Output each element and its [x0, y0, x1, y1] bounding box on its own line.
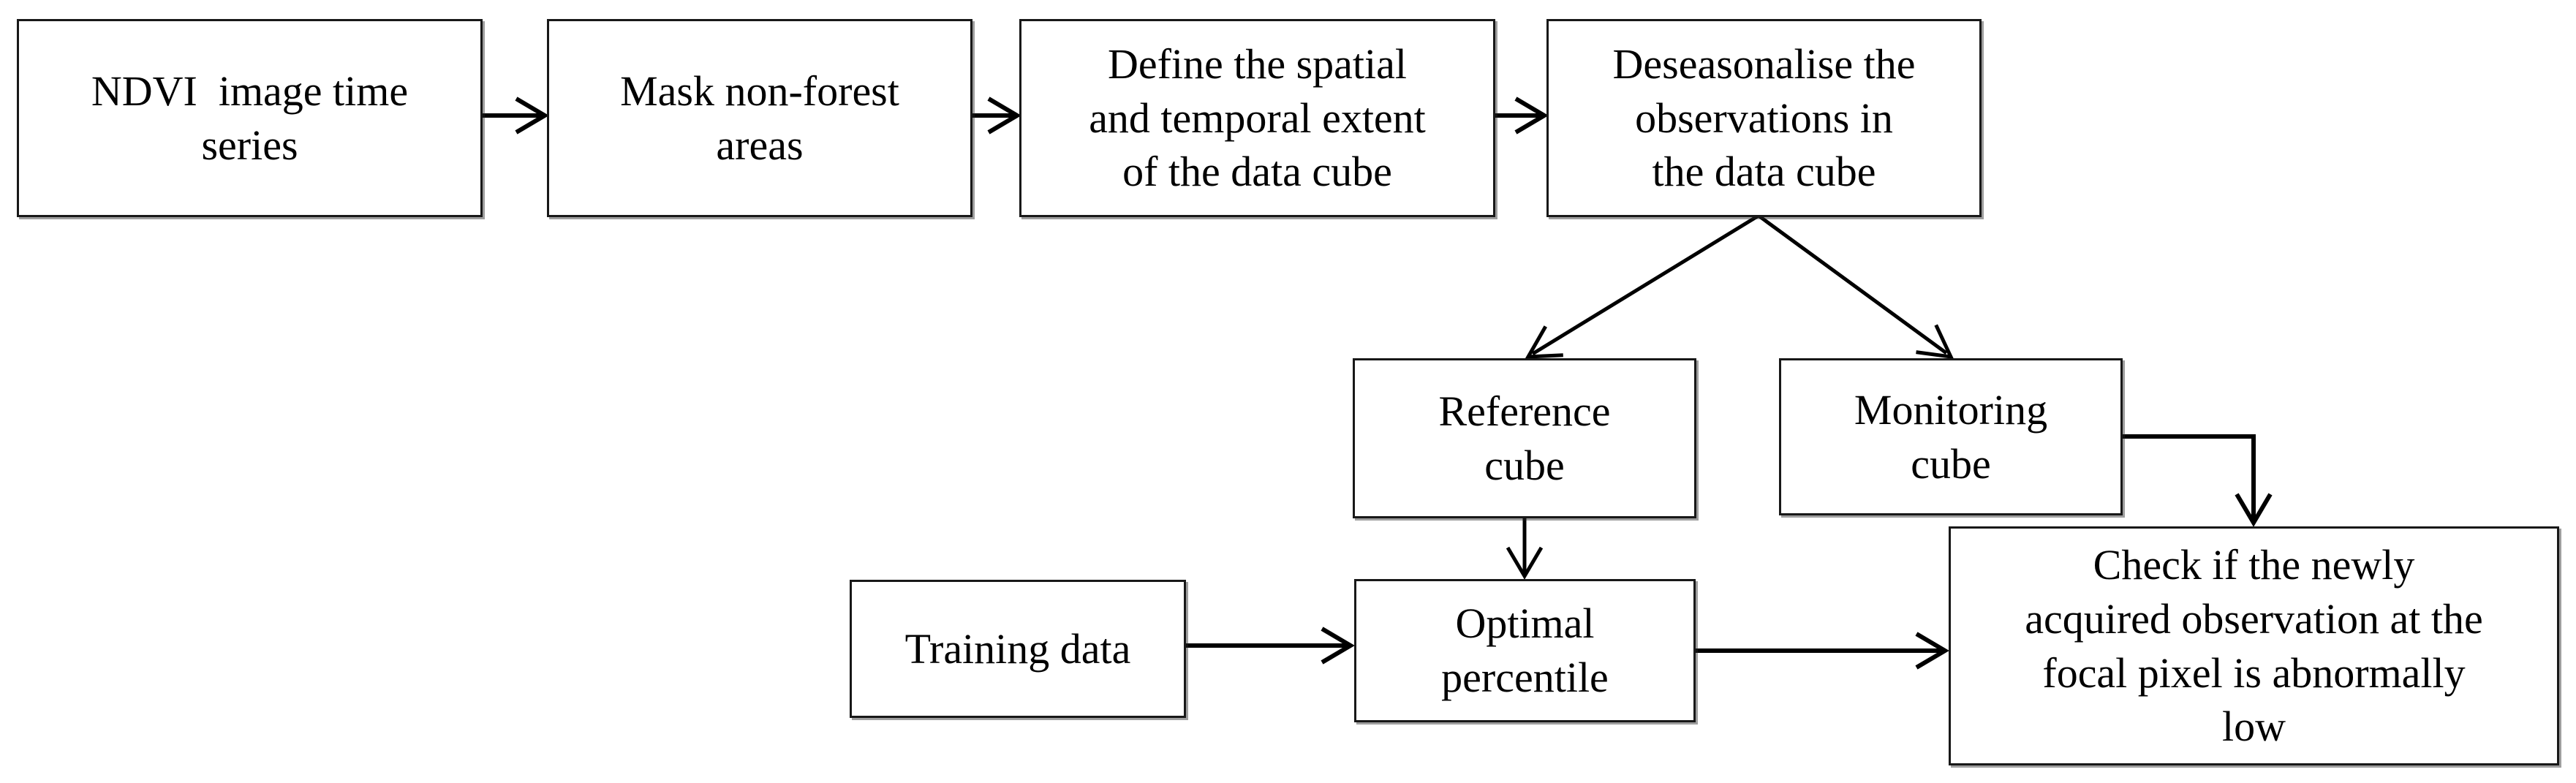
node-monitoring-cube: Monitoring cube	[1779, 358, 2123, 515]
node-check-abnormally-low: Check if the newly acquired observation …	[1949, 526, 2559, 765]
node-training-data: Training data	[850, 580, 1186, 718]
arrow-deseasonalise-to-reference-icon	[1525, 213, 1760, 359]
node-label-mask: Mask non-forest areas	[620, 67, 899, 169]
arrow-optimal-to-check-icon	[1696, 632, 1949, 670]
node-label-monitoring: Monitoring cube	[1854, 385, 2048, 488]
node-optimal-percentile: Optimal percentile	[1354, 579, 1696, 722]
node-mask-non-forest-areas: Mask non-forest areas	[547, 19, 972, 217]
node-label-define: Define the spatial and temporal extent o…	[1089, 40, 1426, 196]
arrow-define-to-deseasonalise-icon	[1495, 97, 1549, 135]
arrow-reference-to-optimal-icon	[1506, 518, 1544, 580]
node-label-optimal: Optimal percentile	[1441, 599, 1609, 701]
node-label-check: Check if the newly acquired observation …	[2025, 541, 2483, 751]
node-define-spatial-temporal-extent: Define the spatial and temporal extent o…	[1019, 19, 1495, 217]
node-label-training: Training data	[904, 624, 1131, 673]
node-ndvi-image-time-series: NDVI image time series	[17, 19, 483, 217]
arrow-mask-to-define-icon	[972, 97, 1021, 135]
arrow-ndvi-to-mask-icon	[483, 97, 549, 135]
node-label-deseasonalise: Deseasonalise the observations in the da…	[1612, 40, 1916, 196]
arrow-training-to-optimal-icon	[1186, 627, 1355, 665]
node-reference-cube: Reference cube	[1353, 358, 1696, 518]
node-label-ndvi: NDVI image time series	[91, 67, 409, 169]
arrow-monitoring-to-check-icon	[2123, 434, 2273, 527]
arrow-deseasonalise-to-monitoring-icon	[1757, 213, 1954, 360]
node-label-reference: Reference cube	[1438, 387, 1611, 489]
node-deseasonalise-observations: Deseasonalise the observations in the da…	[1546, 19, 1982, 217]
